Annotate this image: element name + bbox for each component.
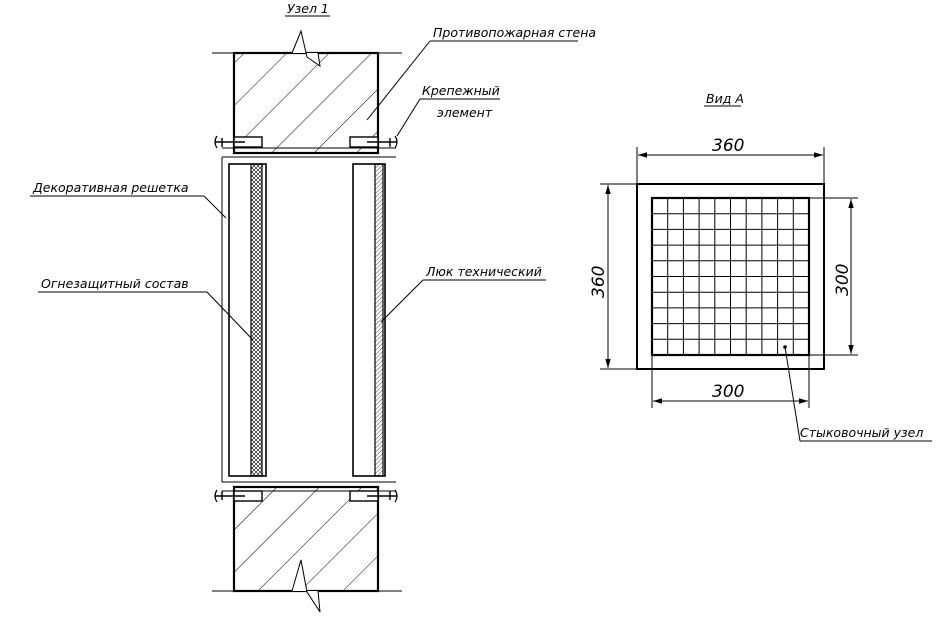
hatch-coating xyxy=(374,163,384,477)
fastener-bottom-right xyxy=(349,489,398,503)
leader-grille: Декоративная решетка xyxy=(30,180,227,219)
view-a-title: Вид А xyxy=(706,91,744,106)
dim-inner-height-value: 300 xyxy=(833,264,853,296)
leader-joint: Стыковочный узел xyxy=(783,345,932,442)
dim-outer-width: 360 xyxy=(636,136,825,184)
dim-inner-width: 300 xyxy=(651,355,810,408)
fastener-bottom-left xyxy=(214,489,263,503)
leader-fastener: Крепежный элемент xyxy=(396,83,500,137)
label-joint: Стыковочный узел xyxy=(800,425,923,440)
leader-fire-wall: Противопожарная стена xyxy=(366,25,596,121)
node-title: Узел 1 xyxy=(287,1,329,16)
break-line-top xyxy=(291,29,321,68)
fireproof-coating xyxy=(250,163,263,477)
wall-block-bottom xyxy=(232,485,380,593)
dim-inner-height: 300 xyxy=(809,197,858,356)
fastener-top-right xyxy=(349,135,398,149)
label-fireproof: Огнезащитный состав xyxy=(41,276,189,291)
leader-fireproof: Огнезащитный состав xyxy=(38,276,254,341)
leader-hatch: Люк технический xyxy=(380,264,546,323)
grille-grid xyxy=(652,198,809,355)
dim-outer-height-value: 360 xyxy=(589,266,609,298)
dim-inner-width-value: 300 xyxy=(712,382,744,402)
break-line-bottom xyxy=(291,559,321,613)
label-grille: Декоративная решетка xyxy=(32,180,189,195)
dim-outer-height: 360 xyxy=(589,183,637,370)
label-fastener-2: элемент xyxy=(437,105,493,120)
label-hatch: Люк технический xyxy=(425,264,542,279)
label-fastener-1: Крепежный xyxy=(422,83,500,98)
label-fire-wall: Противопожарная стена xyxy=(433,25,596,40)
fastener-top-left xyxy=(214,135,263,149)
view-a: Вид А 360 360 300 xyxy=(589,91,932,442)
node-1-section: Узел 1 xyxy=(30,1,596,613)
dim-outer-width-value: 360 xyxy=(712,136,744,156)
